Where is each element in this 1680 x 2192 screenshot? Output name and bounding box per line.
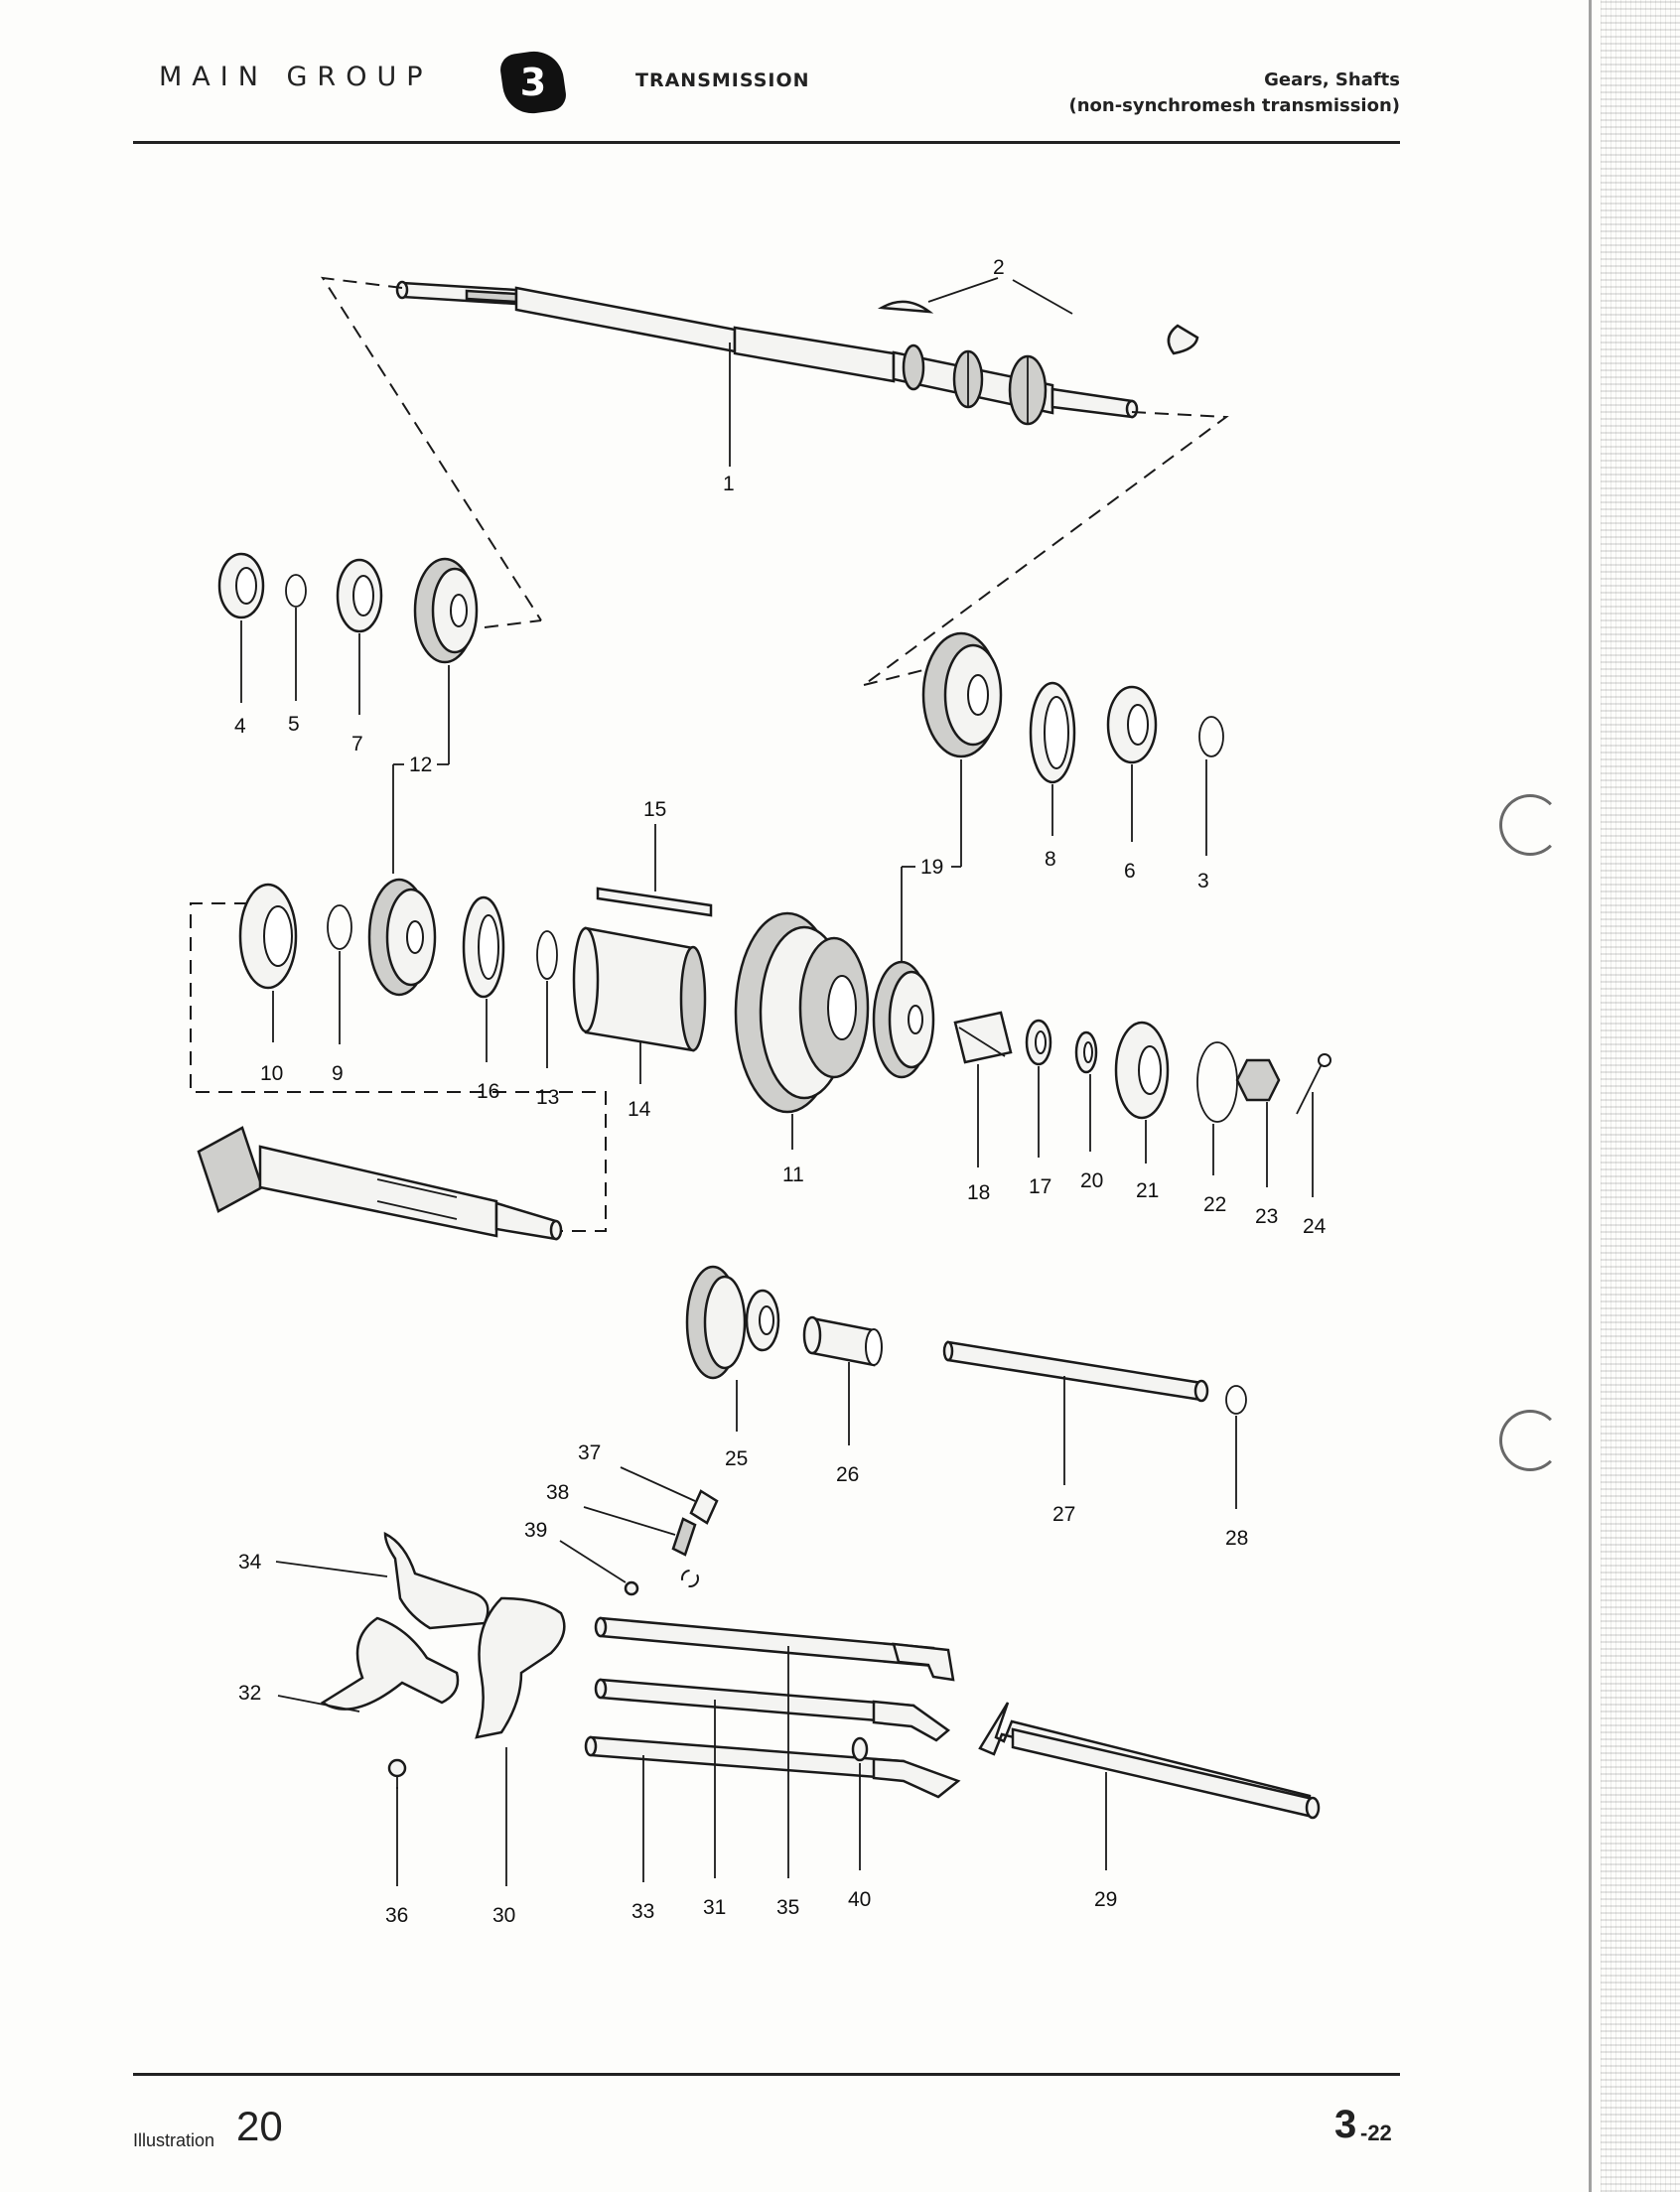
header-rule	[133, 141, 1400, 144]
shift-rod-part-29	[978, 1702, 1321, 1820]
detent-plug-part-37	[689, 1489, 719, 1525]
spacer-part-16	[462, 895, 505, 999]
ring-part-22	[1196, 1041, 1238, 1123]
circlip-part-13	[536, 930, 558, 980]
callout-11: 11	[782, 1164, 804, 1186]
callout-22: 22	[1203, 1193, 1226, 1216]
selector-fork-part-32	[320, 1616, 460, 1711]
callout-12: 12	[409, 754, 432, 776]
illustration-label: Illustration	[133, 2130, 215, 2150]
callout-6: 6	[1124, 860, 1136, 883]
selector-fork-part-30	[475, 1596, 566, 1739]
callout-9: 9	[332, 1062, 344, 1085]
circlip-part-3	[1198, 716, 1224, 757]
needle-cage-part-18	[953, 1011, 1013, 1064]
detent-ball-part-39	[624, 1580, 639, 1596]
callout-37: 37	[578, 1441, 601, 1464]
callout-20: 20	[1080, 1169, 1103, 1192]
circlip-part-5	[285, 574, 307, 608]
subtitle-line-2: (non-synchromesh transmission)	[1068, 95, 1400, 116]
subtitle-line-1: Gears, Shafts	[1264, 69, 1400, 90]
detent-spring-part-38	[671, 1517, 697, 1557]
selector-fork-part-34	[383, 1531, 490, 1630]
callout-38: 38	[546, 1481, 569, 1504]
callout-7: 7	[351, 733, 363, 755]
punch-hole-icon	[1499, 794, 1561, 856]
gear-part-12-upper	[413, 557, 479, 664]
bushing-part-26	[802, 1315, 883, 1367]
callout-26: 26	[836, 1463, 859, 1486]
callout-32: 32	[238, 1682, 261, 1705]
selector-rod-part-35	[594, 1616, 955, 1682]
main-shaft-part	[395, 280, 1139, 426]
callout-10: 10	[260, 1062, 283, 1085]
gear-part-19-lower	[872, 960, 935, 1079]
callout-33: 33	[631, 1900, 654, 1923]
callout-19: 19	[920, 856, 943, 879]
callout-23: 23	[1255, 1205, 1278, 1228]
callout-28: 28	[1225, 1527, 1248, 1550]
callout-2: 2	[993, 256, 1005, 279]
cotter-pin-part-24	[1296, 1053, 1331, 1115]
callout-16: 16	[477, 1080, 499, 1103]
reverse-gear-part-25	[685, 1265, 780, 1380]
punch-hole-icon	[1499, 1410, 1561, 1471]
callout-35: 35	[776, 1896, 799, 1919]
callout-25: 25	[725, 1447, 748, 1470]
callout-18: 18	[967, 1181, 990, 1204]
thrust-washer-part-8	[1029, 681, 1076, 784]
footer-rule	[133, 2073, 1400, 2076]
circlip-part-9	[327, 904, 352, 950]
callout-36: 36	[385, 1904, 408, 1927]
interlock-part-40	[851, 1736, 869, 1762]
callout-39: 39	[524, 1519, 547, 1542]
splined-hub-part-14	[572, 926, 707, 1052]
ball-bearing-part-10	[238, 883, 298, 990]
callout-1: 1	[723, 473, 735, 495]
callout-24: 24	[1303, 1215, 1327, 1238]
gear-part-19-upper	[921, 631, 1003, 758]
section-title: TRANSMISSION	[635, 69, 810, 91]
washer-part-17	[1025, 1019, 1052, 1066]
gear-cluster-part-11	[734, 911, 870, 1114]
callout-8: 8	[1045, 848, 1056, 871]
pin-part-15	[596, 887, 713, 917]
callout-17: 17	[1029, 1175, 1051, 1198]
circlip-part-28	[1225, 1385, 1247, 1415]
callout-34: 34	[238, 1551, 262, 1574]
selector-rod-part-33	[584, 1735, 961, 1799]
illustration-number: 20	[236, 2103, 283, 2149]
roller-bearing-part-21	[1114, 1021, 1170, 1120]
callout-31: 31	[703, 1896, 726, 1919]
callout-4: 4	[234, 715, 246, 738]
callout-3: 3	[1197, 870, 1209, 892]
ball-bearing-part-6	[1106, 685, 1158, 764]
callout-15: 15	[643, 798, 666, 821]
castle-nut-part-23	[1235, 1058, 1281, 1102]
gear-part-12-lower	[367, 878, 437, 997]
washer-part-20	[1074, 1030, 1098, 1074]
callout-27: 27	[1052, 1503, 1075, 1526]
ball-bearing-part-7	[336, 558, 383, 633]
scan-edge-texture	[1601, 0, 1680, 2192]
woodruff-key-part	[877, 300, 1199, 355]
callout-40: 40	[848, 1888, 871, 1911]
callout-13: 13	[536, 1086, 559, 1109]
callout-14: 14	[628, 1098, 651, 1121]
main-group-label: MAIN GROUP	[159, 62, 433, 92]
callout-21: 21	[1136, 1179, 1159, 1202]
callout-29: 29	[1094, 1888, 1117, 1911]
callout-5: 5	[288, 713, 300, 736]
selector-rod-part-31	[594, 1678, 951, 1742]
bearing-race-part-4	[217, 552, 265, 619]
drive-pinion-shaft-part	[197, 1126, 563, 1241]
reverse-shaft-part-27	[942, 1340, 1209, 1403]
binding-edge-line	[1589, 0, 1592, 2192]
page-number-major: 3	[1334, 2103, 1357, 2146]
callout-30: 30	[492, 1904, 515, 1927]
screw-part-36	[387, 1758, 407, 1789]
page-number-minor: -22	[1360, 2121, 1392, 2145]
